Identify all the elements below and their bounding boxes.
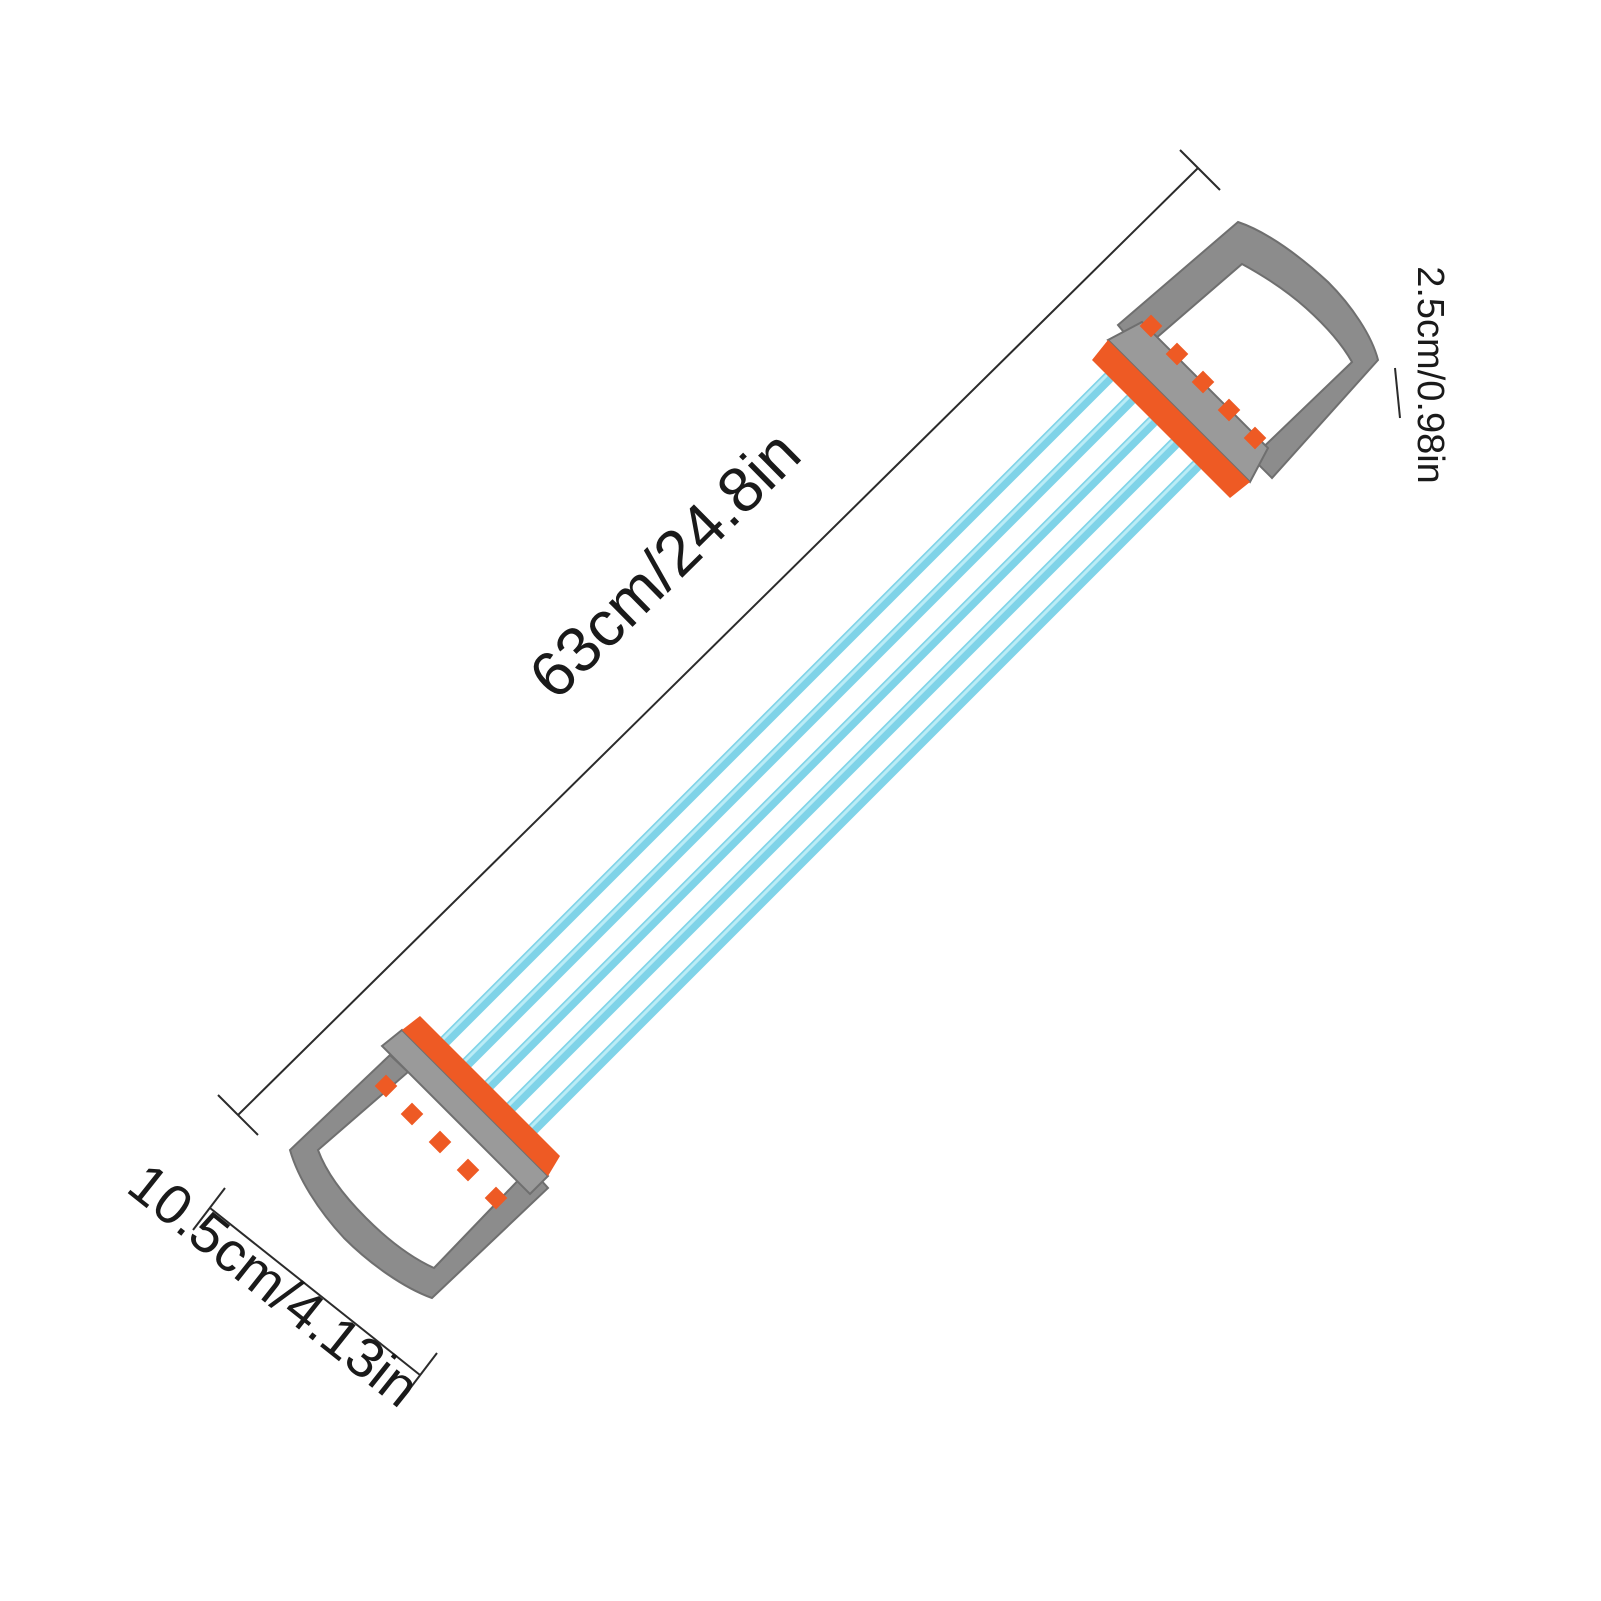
spring-highlight-3 xyxy=(468,418,1152,1102)
handle-top-knob-3 xyxy=(1191,370,1215,394)
spring-highlight-2 xyxy=(446,396,1130,1080)
handle-bottom-knob-5 xyxy=(484,1186,508,1210)
handle-bottom-frame xyxy=(288,1053,550,1300)
spring-3 xyxy=(466,416,1158,1108)
handle-top-knob-5 xyxy=(1243,426,1267,450)
handle-top xyxy=(1092,220,1380,498)
handle-width-dimension-tick-left xyxy=(192,1187,226,1231)
handle-top-knob-4 xyxy=(1217,398,1241,422)
spring-5 xyxy=(510,460,1202,1152)
length-dimension-tick-top xyxy=(1179,149,1221,191)
handle-top-frame xyxy=(1116,220,1380,480)
handle-thickness-dimension xyxy=(1394,367,1401,419)
handle-bottom-knob-1 xyxy=(374,1074,398,1098)
handle-top-knob-2 xyxy=(1165,342,1189,366)
spring-highlight-1 xyxy=(424,374,1108,1058)
handle-width-dimension xyxy=(192,1187,438,1396)
length-dimension-line xyxy=(237,167,1199,1116)
handle-width-dimension-line xyxy=(209,1207,421,1376)
spring-2 xyxy=(444,394,1136,1086)
handle-thickness-dimension-line xyxy=(1394,367,1401,419)
length-dimension xyxy=(217,149,1221,1136)
handle-bottom-knob-2 xyxy=(400,1102,424,1126)
handle-bottom-clip xyxy=(402,1016,560,1176)
handle-thickness-label: 2.5cm/0.98in xyxy=(1409,266,1451,484)
spring-highlight-5 xyxy=(512,462,1196,1146)
spring-highlight-4 xyxy=(490,440,1174,1124)
handle-width-label: 10.5cm/4.13in xyxy=(117,1151,432,1419)
handle-bottom xyxy=(288,1016,560,1300)
chest-expander-icon xyxy=(288,220,1380,1300)
spring-1 xyxy=(422,372,1114,1064)
length-label: 63cm/24.8in xyxy=(515,416,814,712)
handle-bottom-knob-4 xyxy=(456,1158,480,1182)
handle-top-clip xyxy=(1092,340,1250,498)
handle-width-dimension-tick-right xyxy=(404,1352,438,1396)
handle-bottom-knob-3 xyxy=(428,1130,452,1154)
handle-top-knob-1 xyxy=(1139,314,1163,338)
spring-4 xyxy=(488,438,1180,1130)
spring-group xyxy=(422,372,1202,1152)
length-dimension-tick-bottom xyxy=(217,1094,259,1136)
